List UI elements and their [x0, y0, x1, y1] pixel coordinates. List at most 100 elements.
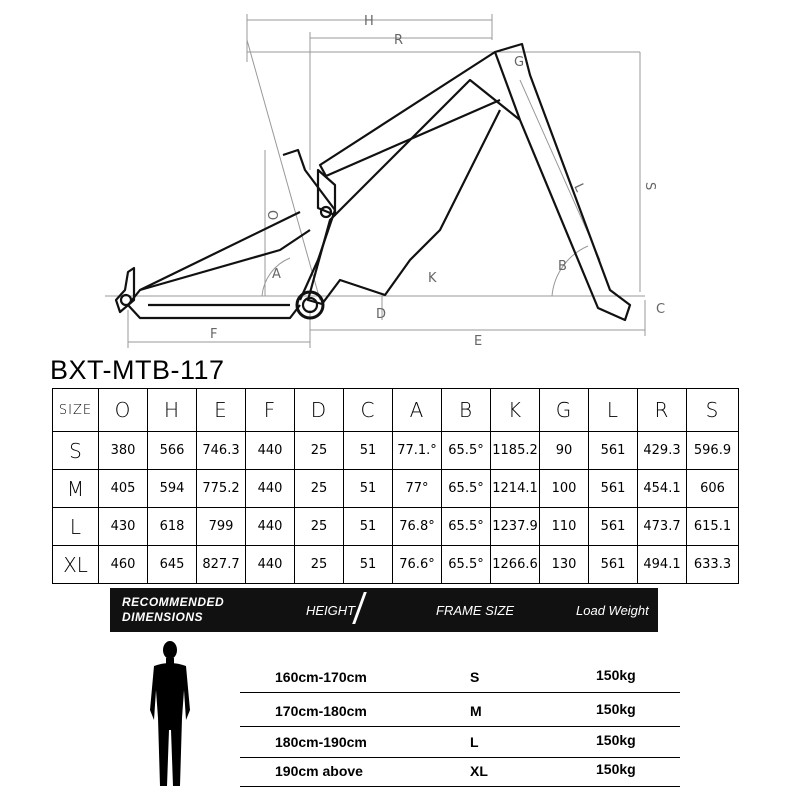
cell: 51 — [343, 545, 393, 584]
cell: 110 — [539, 507, 589, 546]
cell: 65.5° — [441, 545, 491, 584]
row-divider — [240, 786, 680, 787]
cell: 76.8° — [392, 507, 442, 546]
recommended-row: 180cm-190cm L 150kg — [240, 728, 680, 758]
cell: 1214.1 — [490, 469, 540, 508]
row-size: L — [52, 507, 99, 546]
row-load-weight: 150kg — [596, 732, 636, 748]
header-b: B — [441, 388, 491, 432]
recommended-title-line2: DIMENSIONS — [122, 610, 204, 624]
cell: 618 — [147, 507, 197, 546]
cell: 1266.6 — [490, 545, 540, 584]
dim-label-b: B — [558, 259, 567, 274]
cell: 25 — [294, 469, 344, 508]
row-size: S — [52, 431, 99, 470]
geometry-table: SIZE O H E F D C A B K G L R S S 380 566… — [52, 388, 739, 584]
dim-label-r: R — [394, 33, 403, 48]
cell: 473.7 — [637, 507, 687, 546]
recommended-row: 190cm above XL 150kg — [240, 757, 680, 787]
header-d: D — [294, 388, 344, 432]
row-load-weight: 150kg — [596, 761, 636, 777]
col-frame-size-label: FRAME SIZE — [436, 603, 515, 618]
cell: 1185.2 — [490, 431, 540, 470]
recommended-row: 170cm-180cm M 150kg — [240, 697, 680, 727]
cell: 440 — [245, 431, 295, 470]
dim-label-s: S — [642, 182, 657, 190]
cell: 25 — [294, 507, 344, 546]
dim-label-o: O — [264, 210, 279, 220]
cell: 827.7 — [196, 545, 246, 584]
model-title: BXT-MTB-117 — [50, 355, 225, 385]
row-divider — [240, 692, 680, 693]
cell: 460 — [98, 545, 148, 584]
cell: 454.1 — [637, 469, 687, 508]
cell: 77.1.° — [392, 431, 442, 470]
dim-label-c: C — [656, 302, 665, 317]
row-height: 170cm-180cm — [275, 703, 367, 719]
dim-label-l: L — [570, 181, 587, 195]
cell: 77° — [392, 469, 442, 508]
cell: 380 — [98, 431, 148, 470]
row-size: M — [52, 469, 99, 508]
dim-label-a: A — [272, 267, 281, 282]
header-s: S — [686, 388, 739, 432]
cell: 775.2 — [196, 469, 246, 508]
cell: 596.9 — [686, 431, 739, 470]
cell: 25 — [294, 545, 344, 584]
header-size: SIZE — [52, 388, 99, 432]
frame-geometry-diagram: H R G S L O A K B D C F E — [105, 14, 665, 349]
header-g: G — [539, 388, 589, 432]
cell: 76.6° — [392, 545, 442, 584]
cell: 494.1 — [637, 545, 687, 584]
recommended-row: 160cm-170cm S 150kg — [240, 663, 680, 693]
cell: 430 — [98, 507, 148, 546]
person-silhouette-icon — [150, 641, 190, 786]
cell: 561 — [588, 545, 638, 584]
dim-label-f: F — [210, 327, 217, 342]
row-divider — [240, 757, 680, 758]
cell: 1237.9 — [490, 507, 540, 546]
col-height-label: HEIGHT — [306, 603, 356, 618]
row-frame-size: S — [470, 669, 480, 685]
header-o: O — [98, 388, 148, 432]
header-l: L — [588, 388, 638, 432]
row-height: 180cm-190cm — [275, 734, 367, 750]
cell: 65.5° — [441, 507, 491, 546]
cell: 594 — [147, 469, 197, 508]
recommended-title: RECOMMENDED DIMENSIONS — [122, 595, 224, 625]
recommended-dimensions-header: RECOMMENDED DIMENSIONS HEIGHT FRAME SIZE… — [110, 588, 658, 632]
row-size: XL — [52, 545, 99, 584]
row-height: 190cm above — [275, 763, 363, 779]
row-load-weight: 150kg — [596, 667, 636, 683]
cell: 25 — [294, 431, 344, 470]
dim-label-d: D — [376, 307, 386, 322]
cell: 566 — [147, 431, 197, 470]
cell: 51 — [343, 469, 393, 508]
cell: 606 — [686, 469, 739, 508]
cell: 90 — [539, 431, 589, 470]
table-row: L 430 618 799 440 25 51 76.8° 65.5° 1237… — [52, 507, 739, 546]
dim-label-g: G — [514, 55, 524, 70]
cell: 561 — [588, 507, 638, 546]
dim-label-h: H — [364, 14, 374, 29]
col-load-weight-label: Load Weight — [576, 603, 649, 618]
header-a: A — [392, 388, 442, 432]
cell: 440 — [245, 469, 295, 508]
cell: 65.5° — [441, 469, 491, 508]
row-frame-size: XL — [470, 763, 488, 779]
cell: 615.1 — [686, 507, 739, 546]
table-row: XL 460 645 827.7 440 25 51 76.6° 65.5° 1… — [52, 545, 739, 584]
table-header-row: SIZE O H E F D C A B K G L R S — [52, 388, 739, 432]
cell: 405 — [98, 469, 148, 508]
cell: 65.5° — [441, 431, 491, 470]
header-e: E — [196, 388, 246, 432]
cell: 633.3 — [686, 545, 739, 584]
recommended-title-line1: RECOMMENDED — [122, 595, 225, 609]
cell: 100 — [539, 469, 589, 508]
cell: 130 — [539, 545, 589, 584]
cell: 51 — [343, 507, 393, 546]
dim-label-k: K — [428, 271, 437, 286]
cell: 561 — [588, 431, 638, 470]
cell: 440 — [245, 545, 295, 584]
table-row: M 405 594 775.2 440 25 51 77° 65.5° 1214… — [52, 469, 739, 508]
